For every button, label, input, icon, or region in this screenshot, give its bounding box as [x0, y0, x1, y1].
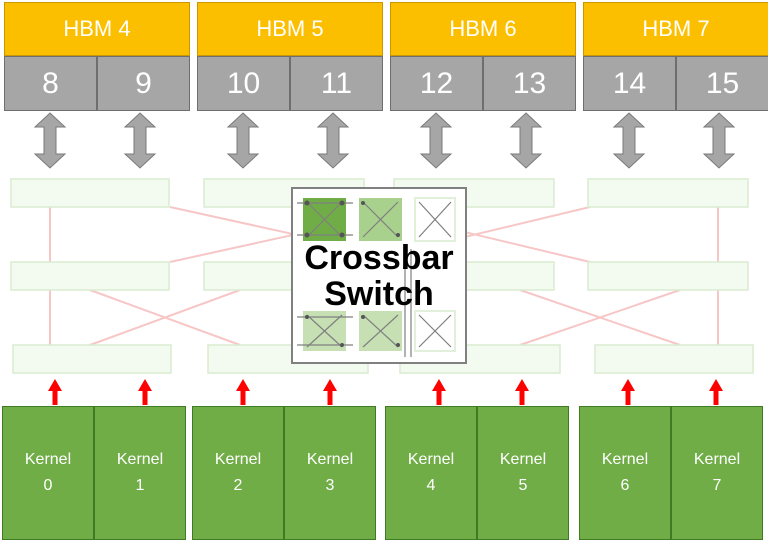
- hbm-channel: 15: [676, 56, 768, 111]
- bidirectional-arrow: [419, 112, 453, 169]
- kernel-6: Kernel 6: [579, 406, 671, 540]
- kernel-label: Kernel: [24, 451, 72, 468]
- hbm-channel: 11: [290, 56, 383, 111]
- hbm-channel: 13: [483, 56, 576, 111]
- hbm-stack-5: HBM 5 10 11: [197, 2, 383, 111]
- kernel-index: 5: [518, 477, 528, 494]
- hbm-stack-6: HBM 6 12 13: [390, 2, 576, 111]
- request-arrow: [621, 379, 635, 405]
- bidirectional-arrow: [509, 112, 543, 169]
- kernel-index: 3: [325, 477, 335, 494]
- kernel-0: Kernel 0: [2, 406, 94, 540]
- crossbar-grid: [297, 197, 456, 357]
- kernel-label: Kernel: [407, 451, 455, 468]
- hbm-channel: 14: [583, 56, 676, 111]
- kernel-3: Kernel 3: [284, 406, 376, 540]
- hbm-title: HBM 7: [583, 2, 768, 56]
- hbm-title: HBM 4: [4, 2, 190, 56]
- kernel-label: Kernel: [306, 451, 354, 468]
- request-arrow: [48, 379, 62, 405]
- kernel-label: Kernel: [693, 451, 741, 468]
- kernel-index: 6: [620, 477, 630, 494]
- request-arrow: [709, 379, 723, 405]
- hbm-channel: 12: [390, 56, 483, 111]
- bidirectional-arrow: [123, 112, 157, 169]
- kernel-5: Kernel 5: [477, 406, 569, 540]
- crossbar-switch: Crossbar Switch: [291, 187, 467, 364]
- hbm-channel: 8: [4, 56, 97, 111]
- hbm-title: HBM 5: [197, 2, 383, 56]
- request-arrow: [138, 379, 152, 405]
- bidirectional-arrow: [612, 112, 646, 169]
- kernel-index: 7: [712, 477, 722, 494]
- kernel-index: 4: [426, 477, 436, 494]
- memory-arrows: [33, 112, 736, 169]
- kernel-2: Kernel 2: [192, 406, 284, 540]
- request-arrow: [236, 379, 250, 405]
- kernel-4: Kernel 4: [385, 406, 477, 540]
- kernel-1: Kernel 1: [94, 406, 186, 540]
- kernel-index: 0: [43, 477, 53, 494]
- hbm-stack-4: HBM 4 8 9: [4, 2, 190, 111]
- hbm-channel: 9: [97, 56, 190, 111]
- hbm-stack-7: HBM 7 14 15: [583, 2, 768, 111]
- request-arrow: [515, 379, 529, 405]
- request-arrows: [48, 379, 723, 405]
- bidirectional-arrow: [316, 112, 350, 169]
- hbm-title: HBM 6: [390, 2, 576, 56]
- kernel-label: Kernel: [499, 451, 547, 468]
- bidirectional-arrow: [33, 112, 67, 169]
- kernel-7: Kernel 7: [671, 406, 763, 540]
- kernel-index: 1: [135, 477, 145, 494]
- request-arrow: [432, 379, 446, 405]
- request-arrow: [323, 379, 337, 405]
- kernel-label: Kernel: [116, 451, 164, 468]
- crossbar-label-line: Switch: [324, 275, 434, 313]
- hbm-channel: 10: [197, 56, 290, 111]
- crossbar-joints: [304, 200, 400, 347]
- bidirectional-arrow: [702, 112, 736, 169]
- kernel-index: 2: [233, 477, 243, 494]
- kernel-label: Kernel: [214, 451, 262, 468]
- crossbar-label: Crossbar Switch: [293, 240, 465, 312]
- bidirectional-arrow: [226, 112, 260, 169]
- crossbar-label-line: Crossbar: [304, 239, 454, 277]
- kernel-label: Kernel: [601, 451, 649, 468]
